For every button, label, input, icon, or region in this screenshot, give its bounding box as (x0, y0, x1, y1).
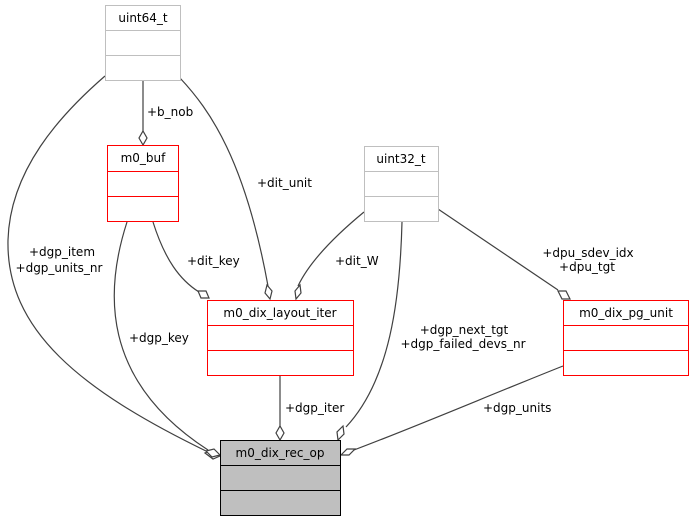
edge-dgp-key (113, 221, 209, 451)
class-node-m0-buf[interactable]: m0_buf (107, 145, 179, 222)
edge-label-dit-unit: +dit_unit (257, 176, 312, 190)
class-node-m0-dix-layout-iter[interactable]: m0_dix_layout_iter (207, 300, 354, 376)
class-node-uint32-t[interactable]: uint32_t (364, 146, 439, 222)
edge-dpu (437, 208, 559, 291)
edge-label-dgp-failed-devs-nr: +dgp_failed_devs_nr (400, 337, 525, 351)
class-node-m0-dix-pg-unit[interactable]: m0_dix_pg_unit (563, 300, 689, 376)
edge-label-dgp-units-nr: +dgp_units_nr (16, 261, 103, 275)
class-name: uint64_t (118, 11, 168, 25)
edge-label-dit-w: +dit_W (335, 254, 379, 268)
aggregation-diamond-icon (557, 290, 571, 300)
aggregation-diamond-icon (294, 283, 302, 301)
class-name: m0_buf (121, 151, 167, 165)
aggregation-diamond-icon (264, 283, 273, 301)
edge-label-dpu-tgt: +dpu_tgt (559, 260, 615, 274)
edge-label-dgp-units: +dgp_units (483, 401, 551, 415)
aggregation-diamond-icon (197, 290, 210, 299)
edge-label-dgp-iter: +dgp_iter (285, 401, 344, 415)
class-node-m0-dix-rec-op[interactable]: m0_dix_rec_op (220, 440, 341, 516)
class-name: m0_dix_pg_unit (579, 306, 673, 320)
class-node-uint64-t[interactable]: uint64_t (105, 5, 181, 81)
aggregation-diamond-icon (336, 424, 345, 442)
aggregation-diamond-icon (204, 448, 222, 458)
edge-label-dgp-key: +dgp_key (129, 331, 189, 345)
edge-label-dgp-next-tgt: +dgp_next_tgt (420, 323, 509, 337)
class-name: m0_dix_layout_iter (223, 306, 336, 320)
edge-dgp-units (353, 365, 564, 451)
edge-dgp-item (7, 75, 209, 453)
edge-dit-unit (179, 77, 269, 287)
edge-label-b-nob: +b_nob (147, 105, 193, 119)
aggregation-diamond-icon (275, 424, 285, 442)
aggregation-diamond-icon (339, 448, 357, 456)
edge-dit-w (297, 211, 365, 287)
edge-dit-key (152, 221, 200, 293)
class-name: uint32_t (376, 152, 426, 166)
edge-dgp-next-tgt (345, 221, 403, 428)
class-name: m0_dix_rec_op (236, 446, 325, 460)
edge-label-dgp-item: +dgp_item (29, 245, 95, 259)
aggregation-diamond-icon (138, 129, 148, 147)
edge-label-dit-key: +dit_key (187, 254, 240, 268)
edge-label-dpu-sdev-idx: +dpu_sdev_idx (542, 246, 633, 260)
